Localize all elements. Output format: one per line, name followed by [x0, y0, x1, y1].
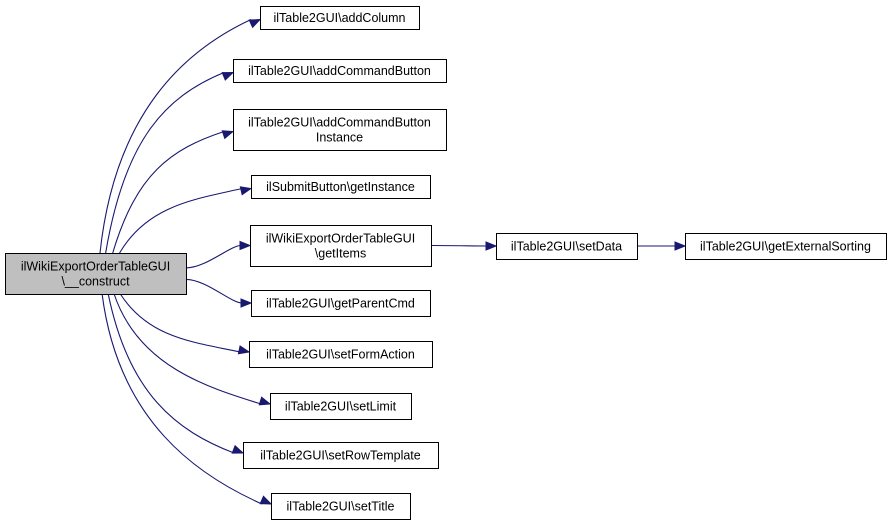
edge-root-to-setLimit	[113, 293, 262, 405]
node-box	[250, 225, 432, 267]
node-box	[685, 233, 887, 260]
arrowhead-setFormAction	[237, 345, 251, 355]
node-label: ilTable2GUI\setData	[511, 240, 622, 254]
node-label: ilTable2GUI\getExternalSorting	[700, 240, 871, 254]
node-label: ilTable2GUI\setFormAction	[266, 348, 415, 362]
arrowhead-getItems	[239, 240, 252, 251]
node-box	[260, 6, 420, 30]
node-label: \__construct	[61, 275, 130, 289]
node-box	[243, 442, 439, 469]
node-box	[251, 290, 431, 317]
node-label: ilWikiExportOrderTableGUI	[21, 260, 170, 274]
getitems-node[interactable]: ilWikiExportOrderTableGUI\getItems	[250, 225, 432, 267]
edge-root-to-setFormAction	[119, 293, 241, 353]
node-label: ilWikiExportOrderTableGUI	[266, 232, 415, 246]
getinstance-node[interactable]: ilSubmitButton\getInstance	[251, 175, 431, 199]
arrowhead-getExternalSorting	[674, 241, 687, 251]
node-box	[233, 59, 447, 83]
edge-root-to-addCommandButton	[105, 71, 225, 254]
arrowhead-getParentCmd	[240, 298, 253, 308]
node-box	[270, 393, 412, 420]
arrowhead-setTitle	[259, 495, 273, 505]
construct-node[interactable]: ilWikiExportOrderTableGUI\__construct	[5, 253, 187, 295]
edge-getItems-to-setData	[430, 244, 488, 247]
edge-root-to-getItems	[185, 244, 242, 269]
node-label: ilTable2GUI\getParentCmd	[266, 297, 415, 311]
addcommandbutton-node[interactable]: ilTable2GUI\addCommandButton	[233, 59, 447, 83]
node-label: \getItems	[315, 247, 366, 261]
node-label: ilTable2GUI\addColumn	[273, 11, 405, 25]
settitle-node[interactable]: ilTable2GUI\setTitle	[271, 493, 411, 520]
node-label: ilTable2GUI\setRowTemplate	[260, 449, 421, 463]
edge-root-to-getParentCmd	[185, 278, 243, 304]
setlimit-node[interactable]: ilTable2GUI\setLimit	[270, 393, 412, 420]
node-box	[251, 175, 431, 199]
edge-root-to-setTitle	[101, 293, 263, 505]
edge-root-to-setRowTemplate	[107, 293, 235, 454]
edge-root-to-addColumn	[99, 19, 252, 254]
addcolumn-node[interactable]: ilTable2GUI\addColumn	[260, 6, 420, 30]
arrowhead-addColumn	[248, 18, 262, 29]
node-label: ilSubmitButton\getInstance	[266, 180, 415, 194]
edge-root-to-addCommandButtonInstance	[112, 130, 225, 254]
node-box	[496, 233, 638, 260]
arrowhead-setRowTemplate	[231, 444, 245, 454]
setrowtemplate-node[interactable]: ilTable2GUI\setRowTemplate	[243, 442, 439, 469]
arrowhead-addCommandButtonInstance	[221, 130, 235, 140]
edges-layer	[99, 18, 687, 505]
node-label: ilTable2GUI\addCommandButton	[248, 64, 431, 78]
setdata-node[interactable]: ilTable2GUI\setData	[496, 233, 638, 260]
edge-root-to-getInstance	[119, 187, 243, 254]
setformaction-node[interactable]: ilTable2GUI\setFormAction	[249, 341, 433, 368]
node-label: ilTable2GUI\setLimit	[285, 400, 397, 414]
arrowhead-getInstance	[239, 186, 253, 196]
node-box	[233, 109, 447, 151]
node-label: ilTable2GUI\setTitle	[287, 500, 395, 514]
getparentcmd-node[interactable]: ilTable2GUI\getParentCmd	[251, 290, 431, 317]
node-label: Instance	[316, 131, 363, 145]
getexternalsorting-node[interactable]: ilTable2GUI\getExternalSorting	[685, 233, 887, 260]
node-box	[249, 341, 433, 368]
arrowhead-addCommandButton	[221, 71, 235, 81]
node-box	[5, 253, 187, 295]
node-label: ilTable2GUI\addCommandButton	[248, 116, 431, 130]
nodes-layer: ilWikiExportOrderTableGUI\__constructilT…	[5, 6, 887, 520]
node-box	[271, 493, 411, 520]
arrowhead-setLimit	[258, 396, 272, 406]
arrowhead-setData	[485, 241, 498, 251]
